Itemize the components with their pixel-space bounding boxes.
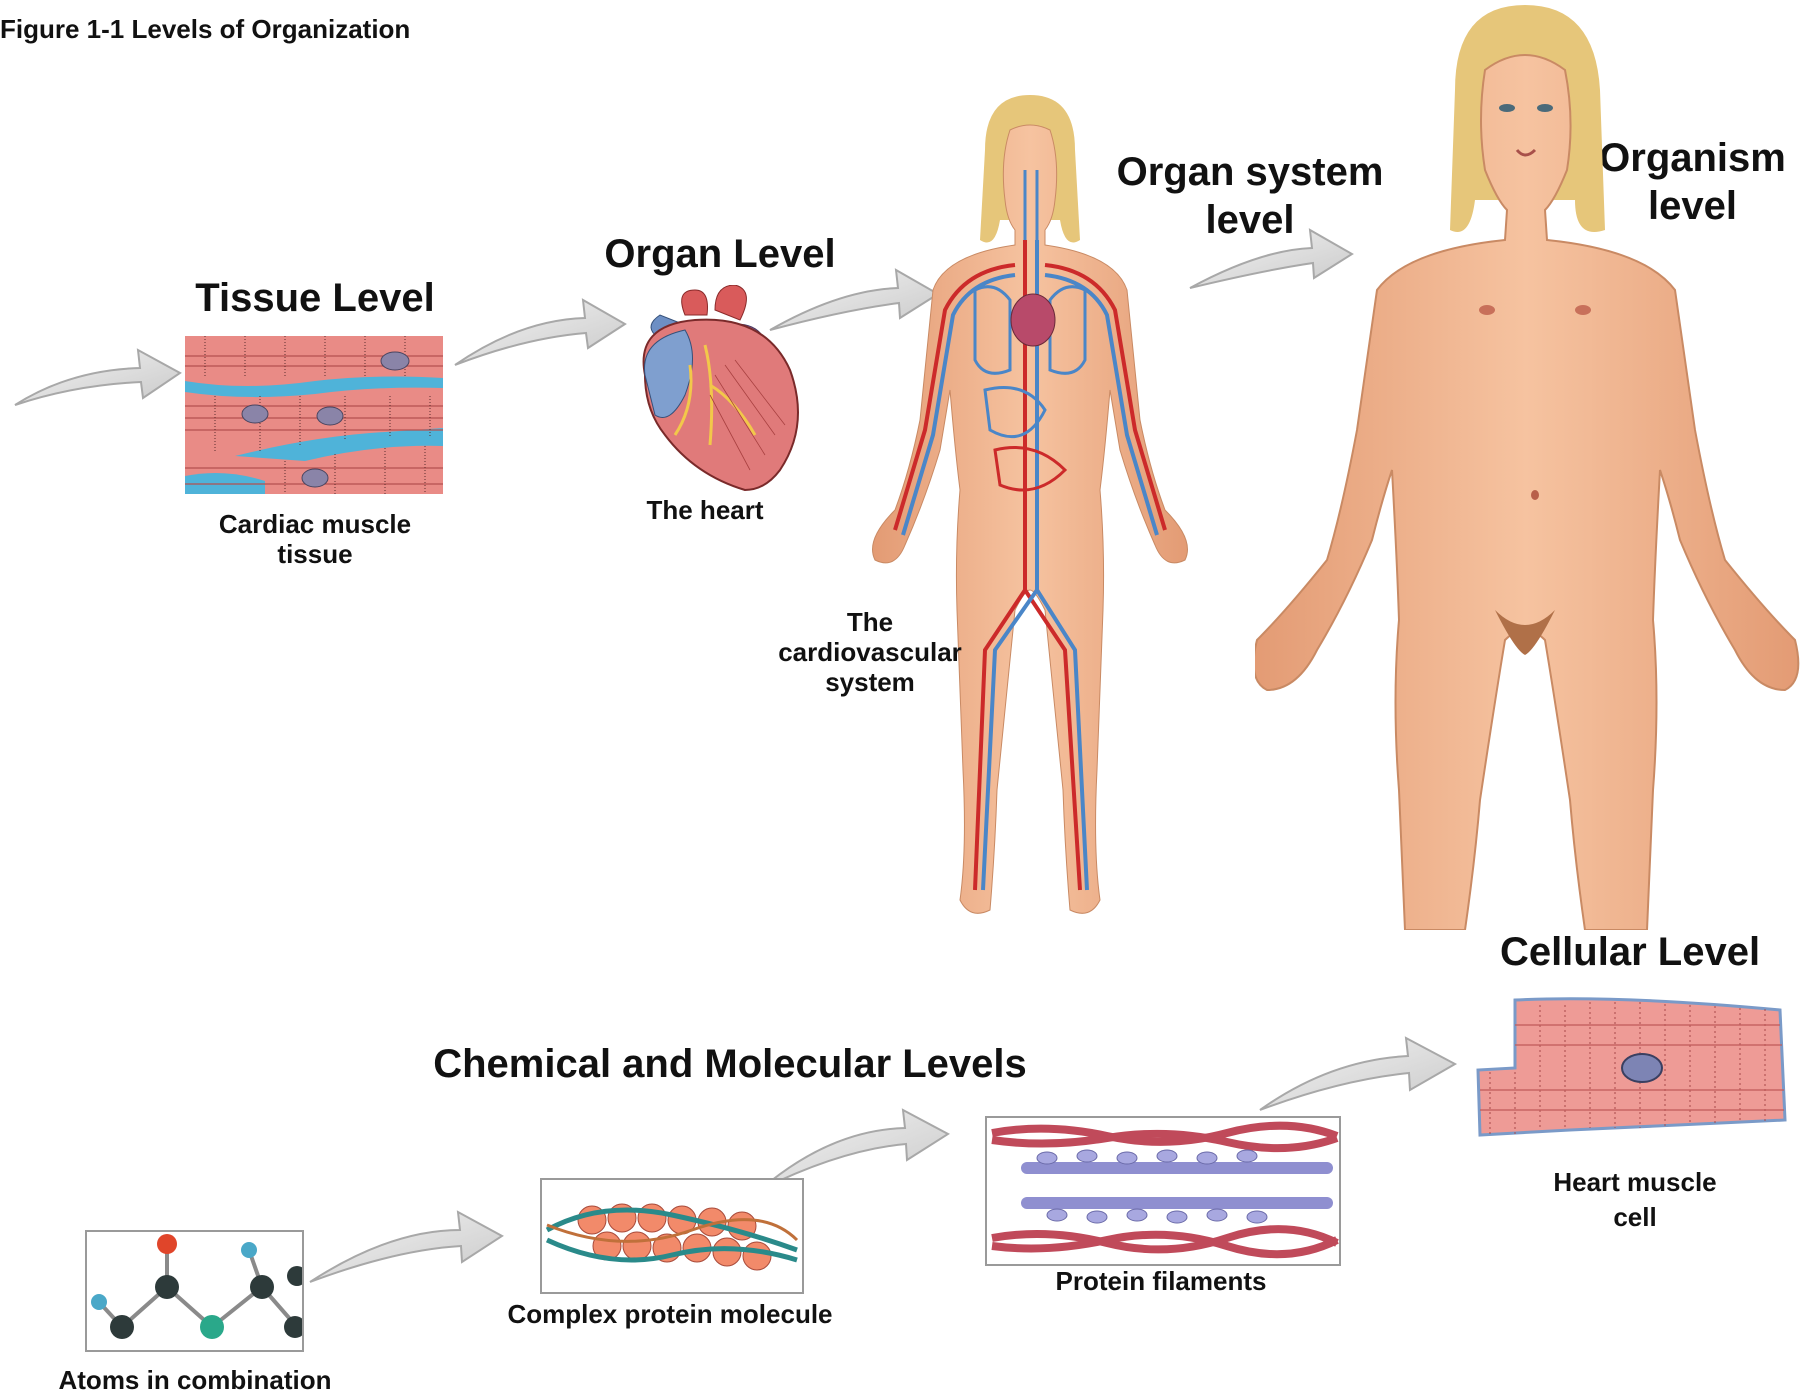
arrow-tissue-to-organ <box>455 300 625 365</box>
protein-filaments-caption: Protein filaments <box>985 1267 1337 1297</box>
cardiovascular-figure <box>865 90 1195 940</box>
heart-caption: The heart <box>600 496 810 526</box>
protein-molecule-caption: Complex protein molecule <box>440 1300 900 1330</box>
cellular-level-heading: Cellular Level <box>1470 930 1790 975</box>
atoms-caption: Atoms in combination <box>0 1366 390 1396</box>
organ-level-heading: Organ Level <box>590 232 850 277</box>
heart-muscle-cell-caption-line1: Heart muscle <box>1505 1165 1765 1200</box>
heart-muscle-cell-caption: Heart muscle cell <box>1505 1165 1765 1235</box>
cardiovascular-caption-line1: The <box>760 608 980 638</box>
atoms-illustration <box>85 1230 304 1352</box>
protein-molecule-illustration <box>540 1178 804 1294</box>
chemical-molecular-heading: Chemical and Molecular Levels <box>390 1042 1070 1087</box>
heart-muscle-cell-illustration <box>1470 990 1800 1150</box>
heart-muscle-cell-caption-line2: cell <box>1505 1200 1765 1235</box>
cardiac-tissue-illustration <box>185 336 443 494</box>
cardiovascular-caption-line2: cardiovascular <box>760 638 980 668</box>
cardiovascular-caption-line3: system <box>760 668 980 698</box>
arrow-atoms-to-protein <box>310 1212 502 1282</box>
protein-filaments-illustration <box>985 1116 1341 1266</box>
tissue-level-heading: Tissue Level <box>190 276 440 321</box>
cardiovascular-caption: The cardiovascular system <box>760 608 980 698</box>
tissue-caption-line2: tissue <box>185 540 445 570</box>
heart-illustration <box>615 285 815 495</box>
tissue-caption: Cardiac muscle tissue <box>185 510 445 570</box>
organism-figure <box>1255 0 1805 930</box>
arrow-filaments-to-cell <box>1260 1038 1455 1110</box>
tissue-caption-line1: Cardiac muscle <box>185 510 445 540</box>
arrow-into-tissue <box>15 350 180 405</box>
